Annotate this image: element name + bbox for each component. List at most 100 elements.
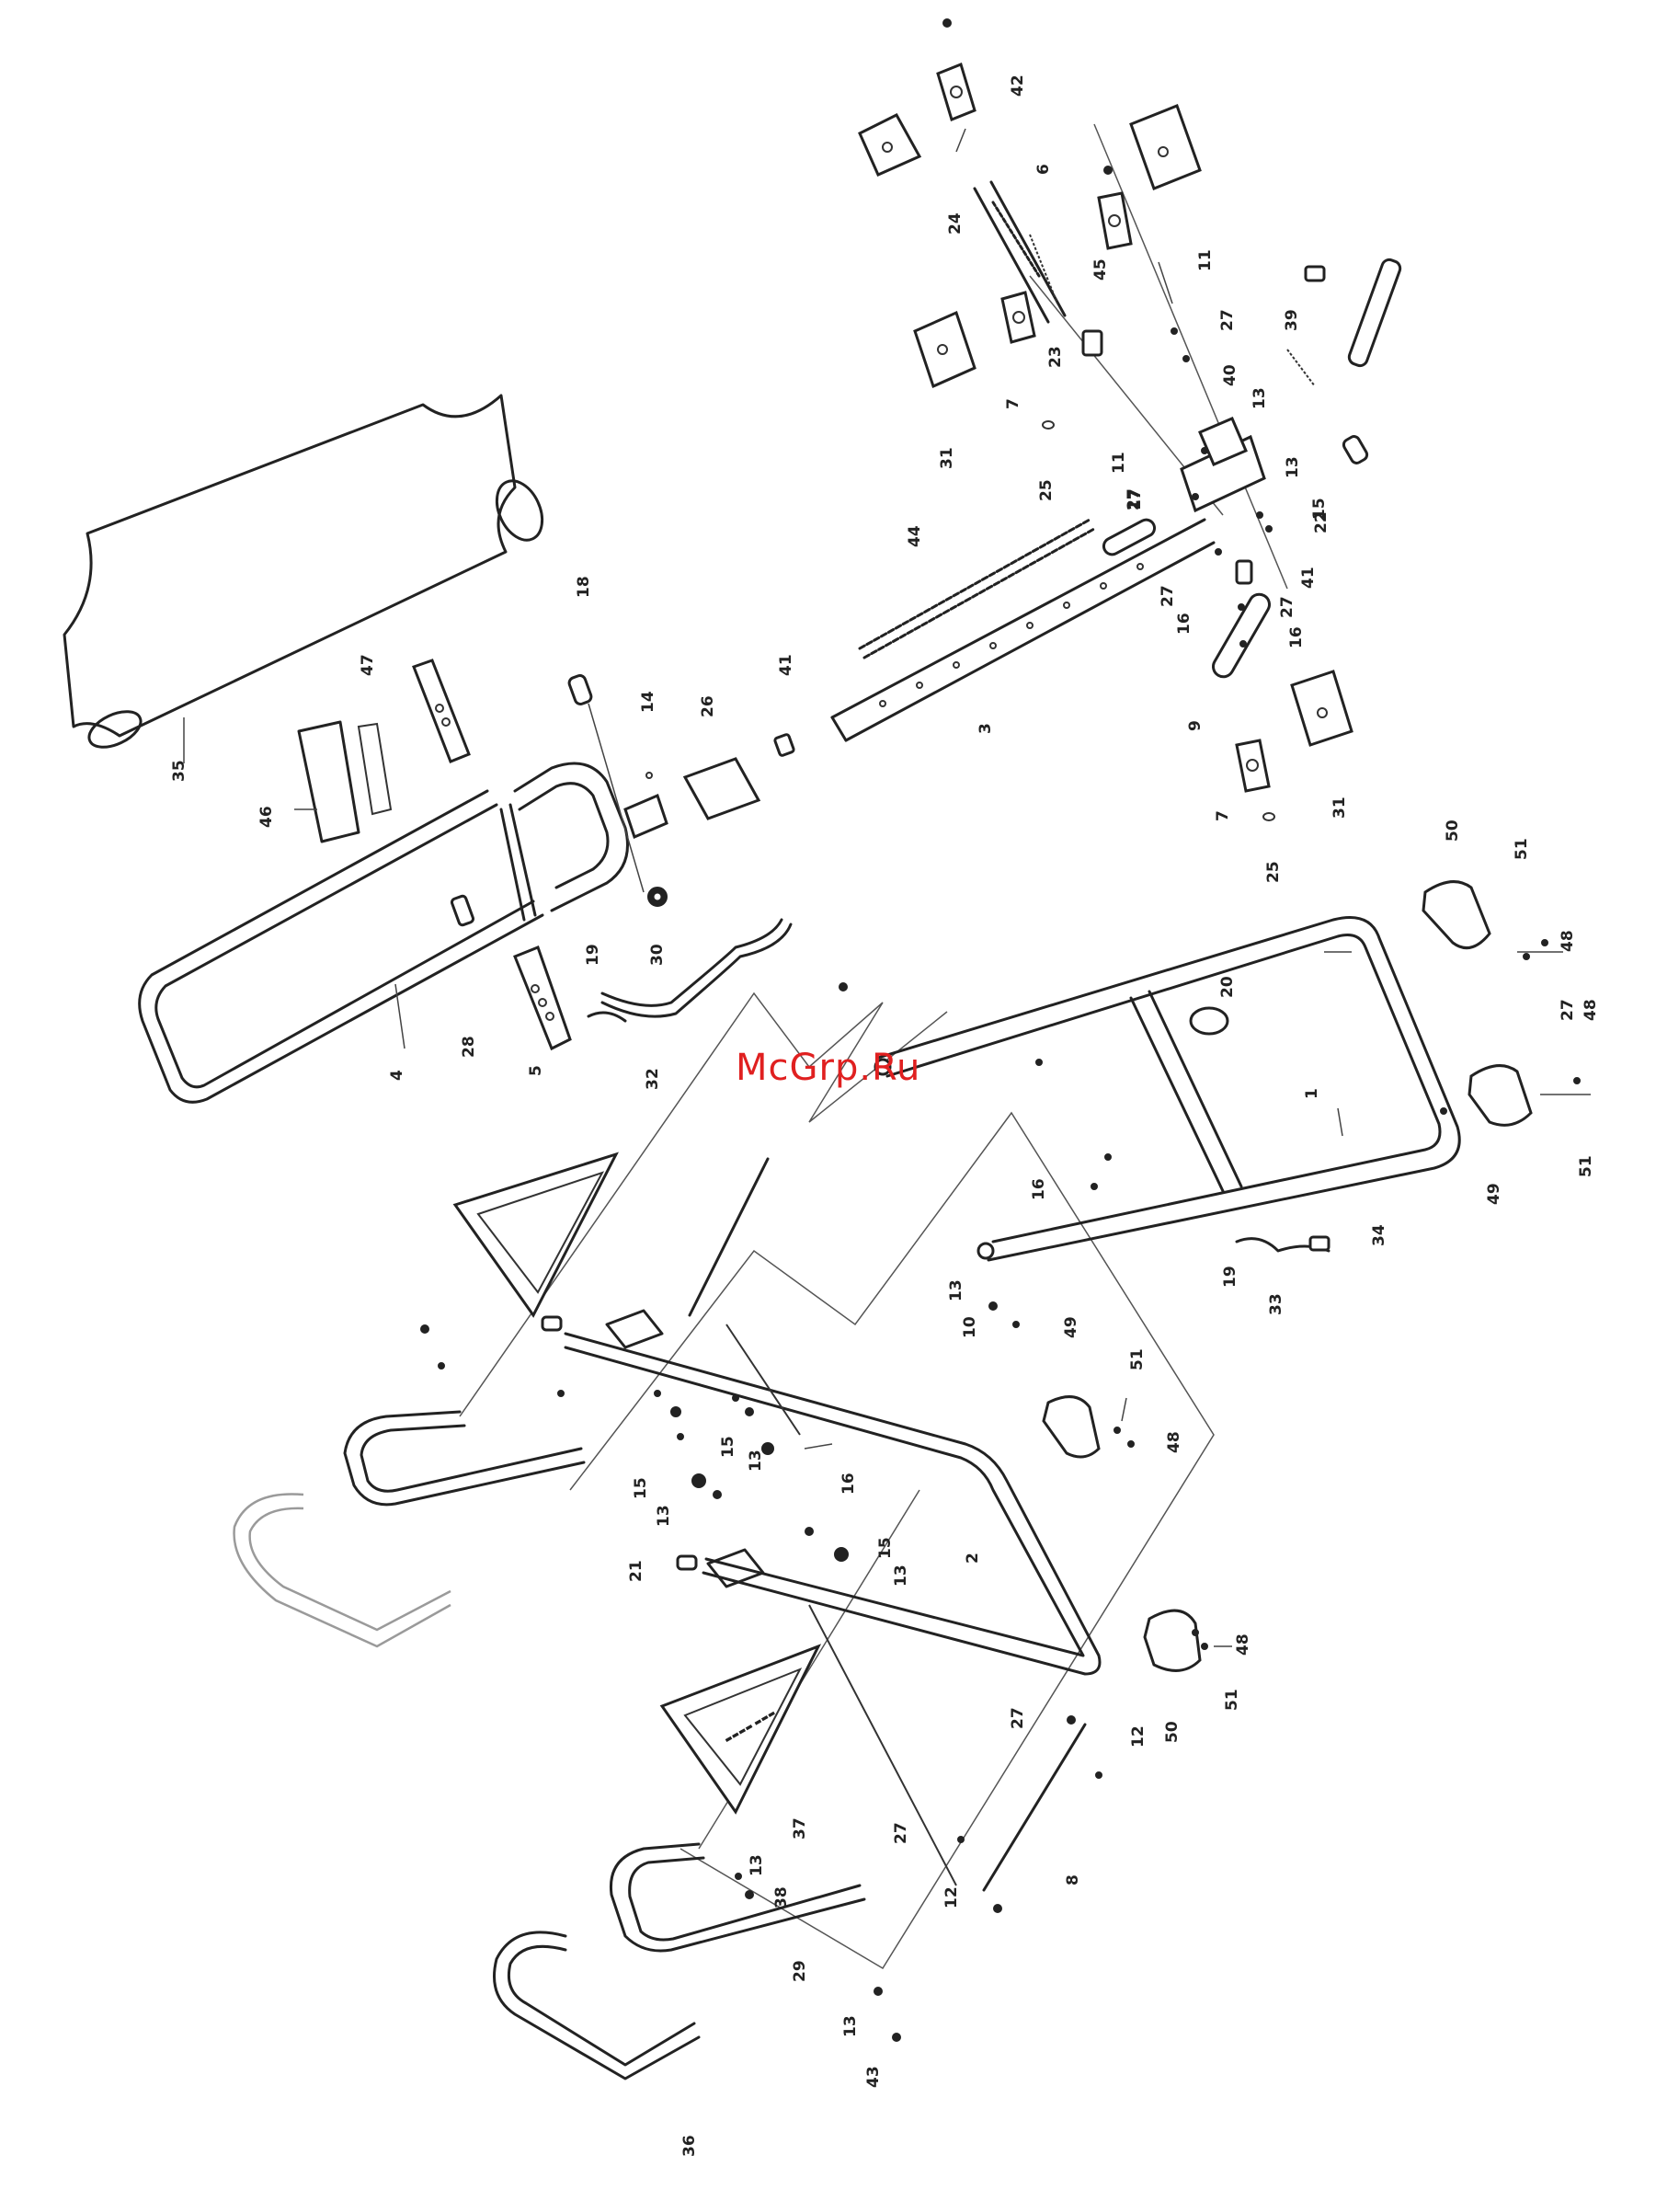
- callout-14: 14: [639, 691, 657, 713]
- cap-20: [1191, 1008, 1228, 1034]
- callout-41: 41: [777, 654, 795, 676]
- stand-loop-upper: [345, 1412, 584, 1505]
- callout-13-h: 13: [841, 2015, 860, 2037]
- spring-rack-44: [860, 520, 1094, 658]
- callout-51-b: 51: [1128, 1348, 1147, 1370]
- bushing-41-b: [1237, 561, 1251, 583]
- clip-22: [1342, 434, 1369, 464]
- grey-handle-36: [495, 1932, 700, 2079]
- callout-11-mid: 11: [1110, 452, 1128, 474]
- callout-35: 35: [170, 760, 188, 782]
- callout-38: 38: [772, 1886, 791, 1908]
- callout-24: 24: [946, 212, 965, 235]
- callout-23: 23: [1046, 346, 1065, 368]
- lower-base-frame-2: [542, 1311, 1100, 1674]
- bushing-41-a: [774, 734, 794, 756]
- callout-27-f: 27: [1009, 1707, 1027, 1729]
- callout-31-bot: 31: [1331, 797, 1349, 819]
- callout-2: 2: [964, 1553, 982, 1564]
- callout-51-top: 51: [1513, 838, 1531, 860]
- pad-strip-47: [359, 724, 391, 814]
- callout-49-top: 49: [1485, 1183, 1503, 1205]
- callout-45: 45: [1091, 258, 1110, 281]
- callout-27-a: 27: [1218, 309, 1237, 331]
- callout-12-a: 12: [1129, 1725, 1148, 1748]
- block-45: [1083, 331, 1102, 355]
- callout-32: 32: [644, 1068, 662, 1090]
- callout-27-c: 27: [1159, 585, 1177, 607]
- callout-31-top: 31: [938, 447, 956, 469]
- callout-26: 26: [699, 695, 717, 717]
- callout-29: 29: [791, 1960, 809, 1982]
- callout-19-b: 19: [1221, 1266, 1239, 1288]
- callout-13-e: 13: [655, 1505, 673, 1527]
- callout-6: 6: [1034, 164, 1053, 175]
- pad-bracket-46: [294, 722, 359, 842]
- callout-7-bot: 7: [1214, 810, 1232, 821]
- pin-14: [646, 773, 652, 778]
- callout-17: 17: [1126, 488, 1145, 510]
- callout-20: 20: [1218, 976, 1237, 998]
- callout-48-d: 48: [1234, 1633, 1252, 1656]
- knob-18: [567, 674, 644, 892]
- callout-22: 22: [1312, 511, 1331, 533]
- strap-handle-32: [602, 920, 791, 1016]
- callout-21: 21: [627, 1560, 645, 1582]
- callout-13-c: 13: [947, 1279, 965, 1301]
- adjuster-plate-5: [414, 660, 570, 1049]
- callout-10: 10: [961, 1316, 979, 1338]
- callout-50-bot: 50: [1163, 1721, 1182, 1743]
- callout-16-c: 16: [1030, 1178, 1048, 1200]
- callout-51-mid: 51: [1577, 1155, 1595, 1177]
- upper-base-frame-1: [839, 918, 1459, 1261]
- callout-13-b: 13: [1284, 456, 1302, 478]
- callout-12-b: 12: [942, 1886, 961, 1908]
- callout-47: 47: [359, 654, 377, 676]
- pad-31-right: [1237, 671, 1352, 791]
- callout-49-mid: 49: [1062, 1316, 1080, 1338]
- callout-28: 28: [460, 1036, 478, 1058]
- callout-7-top: 7: [1004, 398, 1022, 409]
- callout-4: 4: [388, 1070, 406, 1081]
- callout-9: 9: [1186, 720, 1205, 731]
- callout-13-f: 13: [892, 1564, 910, 1587]
- callout-1: 1: [1303, 1088, 1321, 1099]
- sleeve-26: [685, 759, 759, 819]
- pad-31-left: [915, 292, 1034, 386]
- callout-44: 44: [906, 525, 924, 547]
- callout-27-d: 27: [1278, 596, 1296, 618]
- foot-caps-50-49-top: [1423, 882, 1531, 1126]
- callout-5: 5: [527, 1065, 545, 1076]
- callout-8: 8: [1064, 1874, 1082, 1885]
- callout-16-a: 16: [1175, 613, 1193, 635]
- callout-13-d: 13: [747, 1450, 765, 1472]
- grey-handle-upper: [234, 1494, 451, 1646]
- pad-31-top: [860, 64, 1200, 248]
- bolts-nuts: [421, 940, 1580, 2041]
- foot-bar-39: [1287, 258, 1402, 386]
- callout-13-a: 13: [1251, 387, 1269, 409]
- callout-15-c: 15: [632, 1477, 650, 1499]
- callout-16-b: 16: [1287, 626, 1306, 648]
- callout-46: 46: [257, 806, 276, 828]
- callout-15-b: 15: [719, 1436, 737, 1458]
- callout-13-g: 13: [748, 1854, 766, 1876]
- callout-39: 39: [1283, 309, 1301, 331]
- callout-34: 34: [1370, 1224, 1388, 1246]
- backrest-pad: [64, 395, 551, 763]
- callout-25-bot: 25: [1264, 861, 1283, 883]
- callout-16-d: 16: [839, 1473, 858, 1495]
- hook-19-33-34: [588, 1013, 1329, 1251]
- callout-18: 18: [575, 576, 593, 598]
- callout-42: 42: [1009, 74, 1027, 97]
- callout-27-g: 27: [892, 1822, 910, 1844]
- callout-30: 30: [648, 944, 667, 966]
- callout-48-c: 48: [1165, 1431, 1183, 1453]
- callout-11-top: 11: [1196, 249, 1215, 271]
- callout-19: 19: [584, 944, 602, 966]
- callout-40: 40: [1221, 364, 1239, 386]
- spring-knob-30: [648, 888, 667, 906]
- callout-51-c: 51: [1223, 1689, 1241, 1711]
- callout-48-a: 48: [1559, 930, 1577, 952]
